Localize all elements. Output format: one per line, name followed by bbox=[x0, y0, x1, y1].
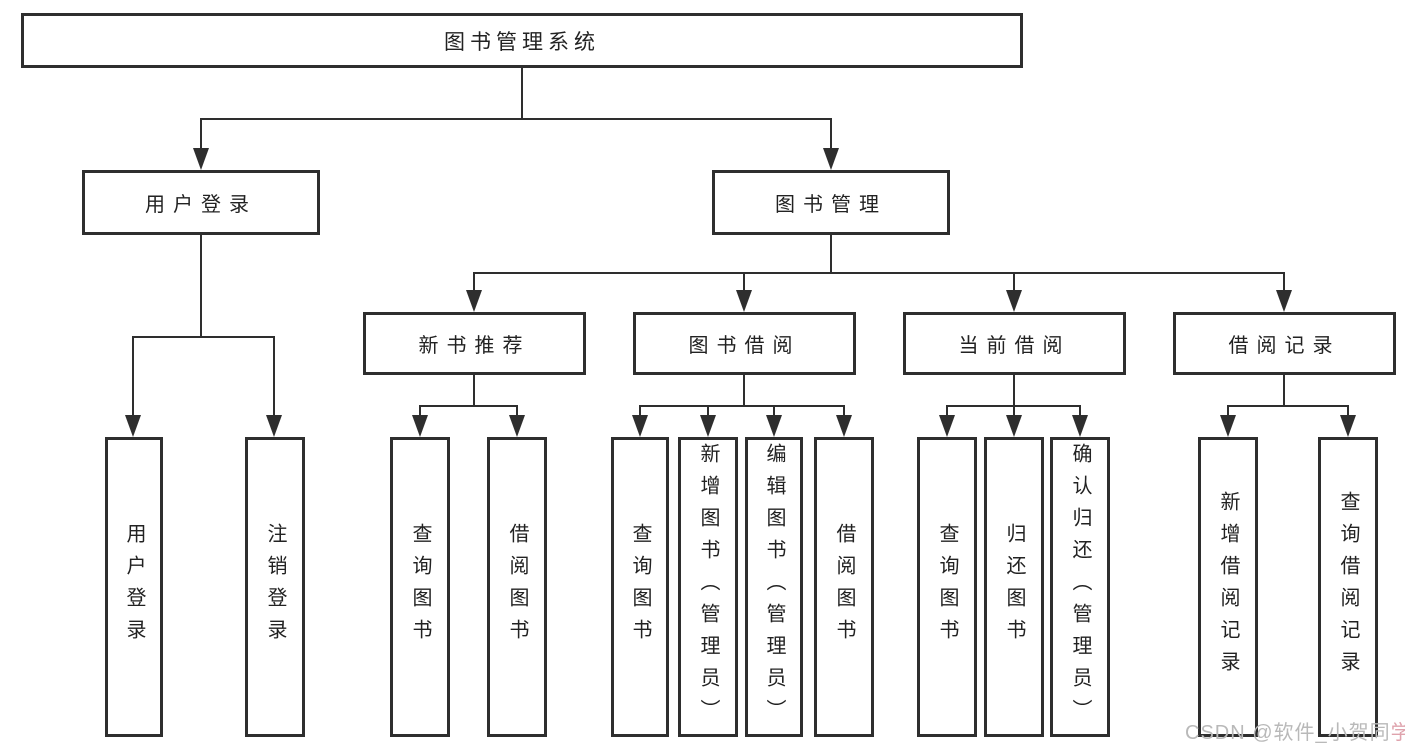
leaf-borrow-books-recommend: 借阅图书 bbox=[487, 437, 547, 737]
arrow-down-icon bbox=[1006, 415, 1022, 437]
connector-line bbox=[1013, 407, 1015, 415]
watermark-accent-text: 学 bbox=[1390, 722, 1405, 744]
leaf-label: 新增借阅记录 bbox=[1217, 491, 1239, 683]
connector-line bbox=[946, 407, 948, 415]
arrow-down-icon bbox=[632, 415, 648, 437]
connector-line bbox=[1347, 407, 1349, 415]
connector-line bbox=[132, 336, 275, 338]
arrow-down-icon bbox=[1276, 290, 1292, 312]
leaf-borrow-books-borrowing: 借阅图书 bbox=[814, 437, 874, 737]
connector-line bbox=[1227, 407, 1229, 415]
leaf-label: 查询图书 bbox=[409, 523, 431, 651]
node-label: 图书管理 bbox=[775, 194, 887, 216]
connector-line bbox=[707, 407, 709, 415]
leaf-user-login: 用户登录 bbox=[105, 437, 163, 737]
leaf-label: 新增图书（管理员） bbox=[697, 443, 719, 731]
node-book-borrowing: 图书借阅 bbox=[633, 312, 856, 375]
node-label: 图书管理系统 bbox=[444, 30, 600, 54]
node-current-borrowing: 当前借阅 bbox=[903, 312, 1126, 375]
connector-line bbox=[132, 338, 134, 415]
connector-line bbox=[830, 235, 832, 274]
leaf-edit-book-admin: 编辑图书（管理员） bbox=[745, 437, 803, 737]
node-new-book-recommendation: 新书推荐 bbox=[363, 312, 586, 375]
connector-line bbox=[516, 407, 518, 415]
leaf-label: 查询图书 bbox=[629, 523, 651, 651]
leaf-label: 归还图书 bbox=[1003, 523, 1025, 651]
node-label: 图书借阅 bbox=[688, 335, 801, 357]
leaf-label: 编辑图书（管理员） bbox=[763, 443, 785, 731]
connector-line bbox=[1283, 274, 1285, 290]
connector-line bbox=[1079, 407, 1081, 415]
arrow-down-icon bbox=[509, 415, 525, 437]
arrow-down-icon bbox=[766, 415, 782, 437]
connector-line bbox=[473, 272, 1285, 274]
node-borrowing-records: 借阅记录 bbox=[1173, 312, 1396, 375]
connector-line bbox=[946, 405, 1081, 407]
connector-line bbox=[743, 274, 745, 290]
connector-line bbox=[639, 405, 845, 407]
connector-line bbox=[200, 120, 202, 148]
leaf-label: 借阅图书 bbox=[506, 523, 528, 651]
arrow-down-icon bbox=[1220, 415, 1236, 437]
connector-line bbox=[639, 407, 641, 415]
csdn-watermark: CSDN @软件_小贺同学 bbox=[1185, 716, 1405, 745]
node-user-login: 用户登录 bbox=[82, 170, 320, 235]
leaf-logout: 注销登录 bbox=[245, 437, 305, 737]
connector-line bbox=[473, 375, 475, 405]
arrow-down-icon bbox=[823, 148, 839, 170]
arrow-down-icon bbox=[1006, 290, 1022, 312]
leaf-query-books-borrowing: 查询图书 bbox=[611, 437, 669, 737]
leaf-query-borrow-record: 查询借阅记录 bbox=[1318, 437, 1378, 737]
connector-line bbox=[200, 118, 832, 120]
node-label: 当前借阅 bbox=[958, 335, 1071, 357]
connector-line bbox=[1283, 375, 1285, 405]
connector-line bbox=[521, 68, 523, 120]
leaf-label: 注销登录 bbox=[264, 523, 286, 651]
leaf-add-book-admin: 新增图书（管理员） bbox=[678, 437, 738, 737]
connector-line bbox=[743, 375, 745, 405]
arrow-down-icon bbox=[266, 415, 282, 437]
watermark-text: CSDN @软件_小贺同 bbox=[1185, 722, 1391, 744]
connector-line bbox=[773, 407, 775, 415]
node-label: 用户登录 bbox=[145, 194, 257, 216]
node-label: 借阅记录 bbox=[1228, 335, 1341, 357]
leaf-label: 确认归还（管理员） bbox=[1069, 443, 1091, 731]
arrow-down-icon bbox=[125, 415, 141, 437]
connector-line bbox=[1013, 375, 1015, 405]
node-library-system: 图书管理系统 bbox=[21, 13, 1023, 68]
arrow-down-icon bbox=[700, 415, 716, 437]
leaf-confirm-return-admin: 确认归还（管理员） bbox=[1050, 437, 1110, 737]
connector-line bbox=[1013, 274, 1015, 290]
leaf-label: 用户登录 bbox=[123, 523, 145, 651]
arrow-down-icon bbox=[939, 415, 955, 437]
connector-line bbox=[473, 274, 475, 290]
arrow-down-icon bbox=[412, 415, 428, 437]
connector-line bbox=[200, 235, 202, 338]
arrow-down-icon bbox=[836, 415, 852, 437]
connector-line bbox=[830, 120, 832, 148]
connector-line bbox=[1227, 405, 1349, 407]
node-book-management: 图书管理 bbox=[712, 170, 950, 235]
leaf-add-borrow-record: 新增借阅记录 bbox=[1198, 437, 1258, 737]
node-label: 新书推荐 bbox=[418, 335, 531, 357]
connector-line bbox=[273, 338, 275, 415]
leaf-query-books-current: 查询图书 bbox=[917, 437, 977, 737]
arrow-down-icon bbox=[193, 148, 209, 170]
arrow-down-icon bbox=[466, 290, 482, 312]
leaf-label: 查询借阅记录 bbox=[1337, 491, 1359, 683]
leaf-label: 借阅图书 bbox=[833, 523, 855, 651]
arrow-down-icon bbox=[736, 290, 752, 312]
leaf-label: 查询图书 bbox=[936, 523, 958, 651]
connector-line bbox=[419, 407, 421, 415]
arrow-down-icon bbox=[1340, 415, 1356, 437]
leaf-return-book: 归还图书 bbox=[984, 437, 1044, 737]
connector-line bbox=[843, 407, 845, 415]
leaf-query-books-recommend: 查询图书 bbox=[390, 437, 450, 737]
arrow-down-icon bbox=[1072, 415, 1088, 437]
connector-line bbox=[419, 405, 518, 407]
